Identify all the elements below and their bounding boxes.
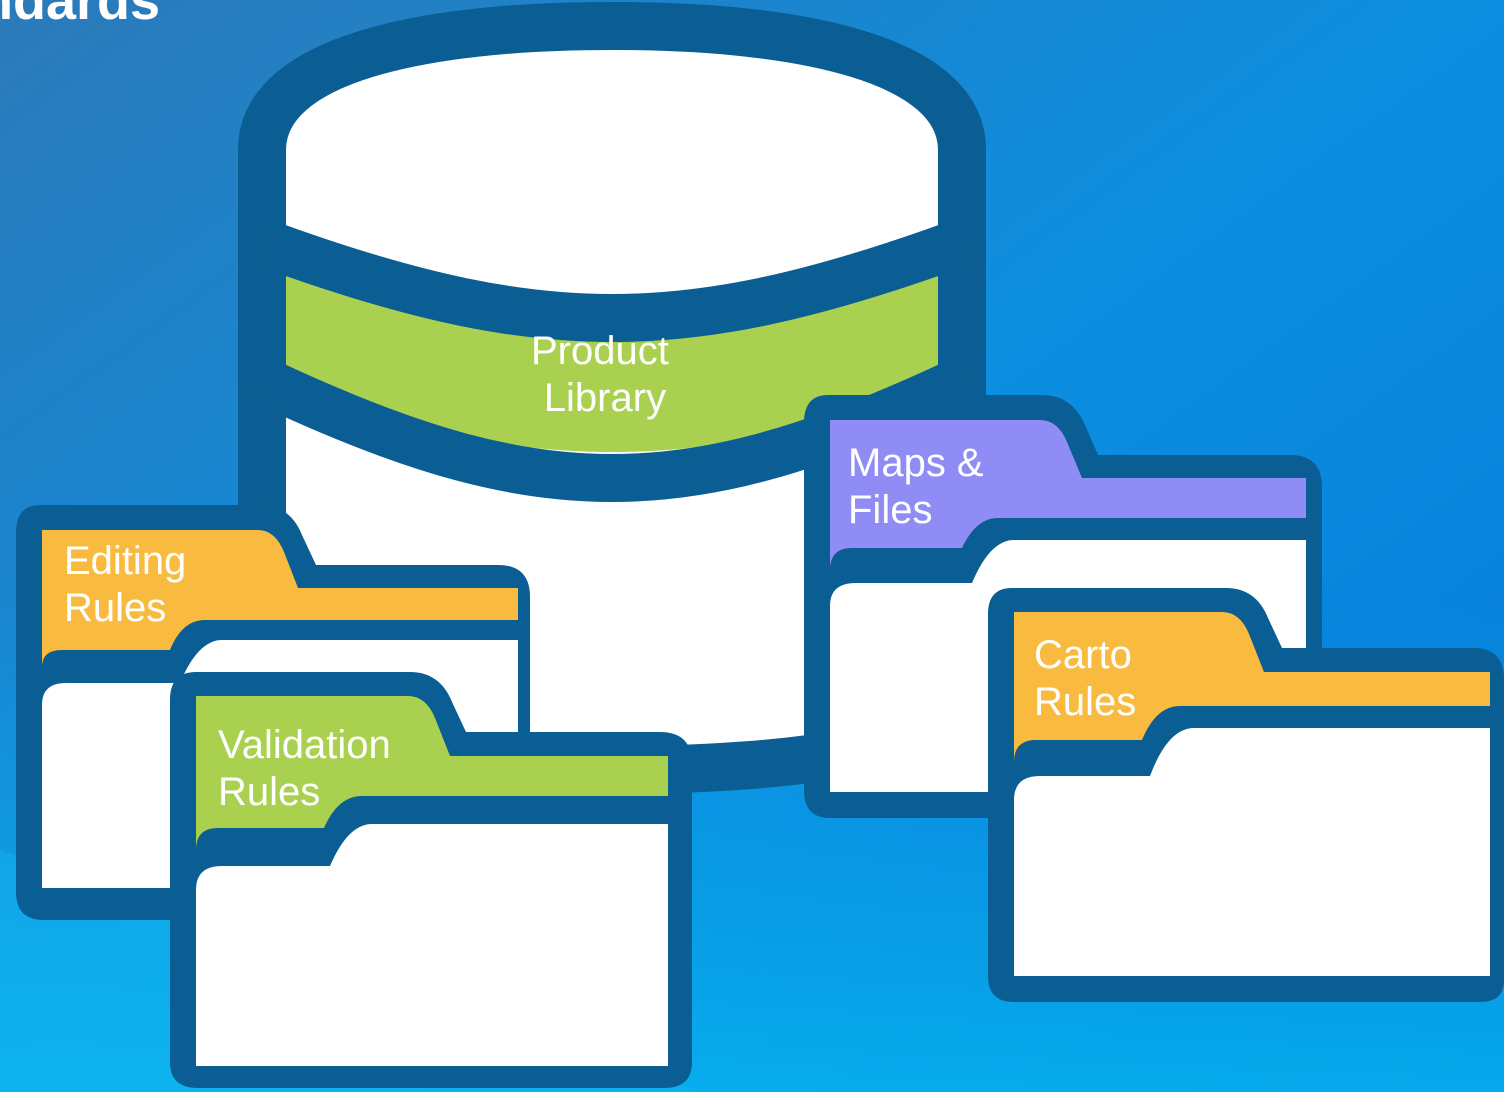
folder-carto-line2: Rules bbox=[1034, 680, 1137, 724]
folder-editing-label: Editing Rules bbox=[64, 538, 186, 632]
database-label: Product Library bbox=[531, 328, 669, 422]
folder-validation-icon bbox=[170, 672, 692, 1088]
folder-carto-icon bbox=[988, 588, 1504, 1002]
folder-editing-line2: Rules bbox=[64, 586, 167, 630]
folder-validation-label: Validation Rules bbox=[218, 722, 391, 816]
folder-validation-line1: Validation bbox=[218, 723, 391, 767]
database-band bbox=[286, 242, 938, 452]
folder-maps-label: Maps & Files bbox=[848, 440, 984, 534]
slide-title-fragment: andards bbox=[0, 0, 161, 31]
folder-carto-label: Carto Rules bbox=[1034, 632, 1136, 726]
folder-maps-line2: Files bbox=[848, 488, 933, 532]
folder-validation-line2: Rules bbox=[218, 770, 321, 814]
folder-carto-line1: Carto bbox=[1034, 633, 1132, 677]
folder-editing-line1: Editing bbox=[64, 539, 187, 583]
database-label-line2: Library bbox=[543, 376, 667, 420]
folder-maps-line1: Maps & bbox=[848, 441, 984, 485]
database-label-line1: Product bbox=[531, 329, 669, 373]
